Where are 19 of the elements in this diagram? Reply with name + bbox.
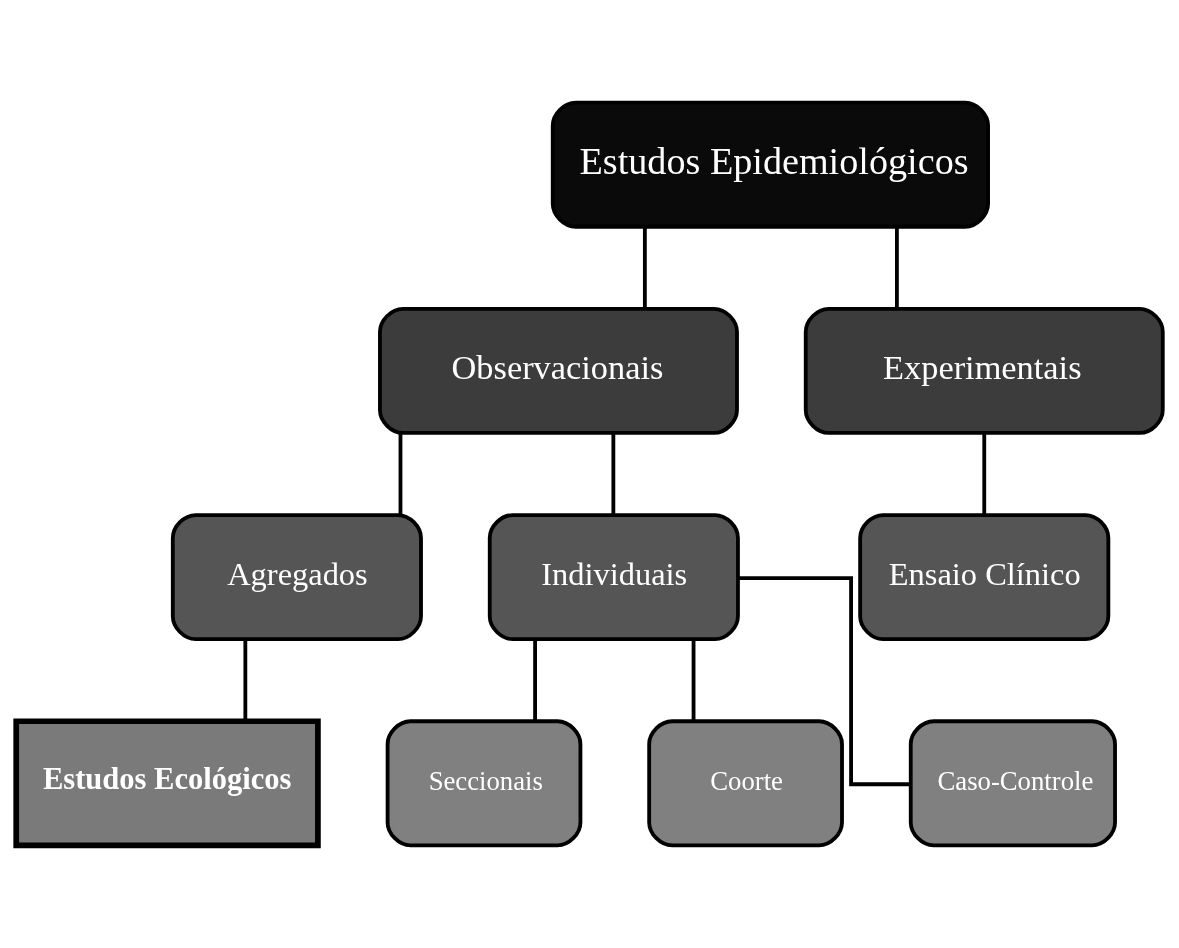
node-box: Individuais xyxy=(487,513,740,642)
connector xyxy=(243,639,248,722)
node-box: Ensaio Clínico xyxy=(858,513,1111,642)
node-box: Estudos Epidemiológicos xyxy=(550,100,990,229)
connector xyxy=(738,576,911,787)
connector xyxy=(982,433,987,515)
node-box: Experimentais xyxy=(803,306,1165,435)
connector xyxy=(895,227,899,309)
connector xyxy=(398,433,403,515)
node-box: Agregados xyxy=(170,513,423,642)
node-box: Observacionais xyxy=(378,306,739,435)
node-box: Seccionais xyxy=(385,719,583,848)
node-box: Coorte xyxy=(647,719,844,848)
node-box: Caso-Controle xyxy=(908,719,1117,848)
connector xyxy=(533,639,537,722)
node-box: Estudos Ecológicos xyxy=(13,718,321,849)
connector xyxy=(691,639,696,722)
connector xyxy=(611,433,616,515)
connector xyxy=(642,227,647,309)
